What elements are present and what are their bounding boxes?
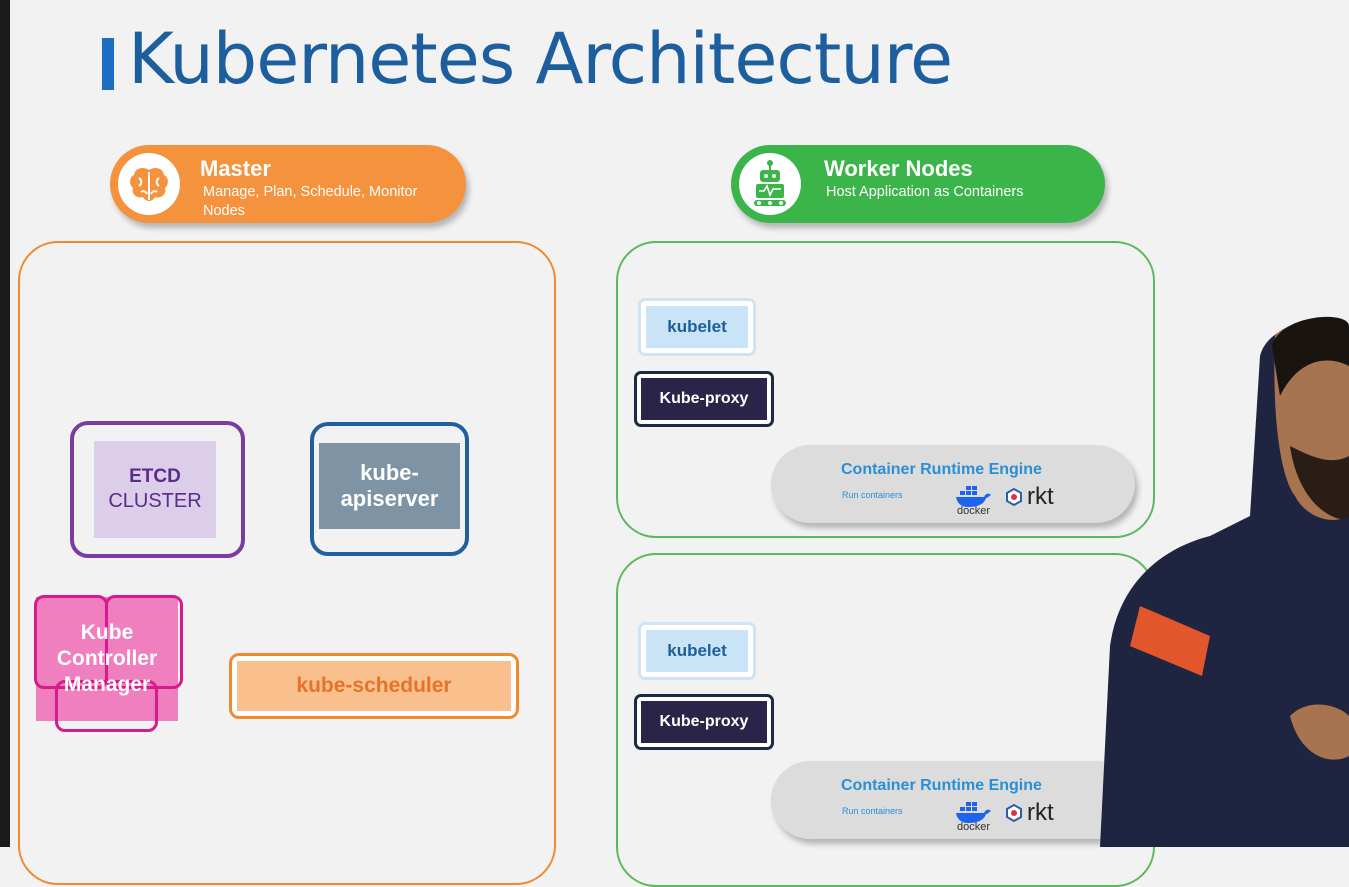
rkt-icon <box>1006 488 1022 506</box>
brain-icon <box>118 153 180 215</box>
container-runtime-subtitle: Run containers <box>842 806 903 816</box>
controller-manager-square <box>105 595 183 689</box>
container-runtime-engine: Container Runtime Engine Run containers … <box>771 761 1135 839</box>
etcd-label: ETCD <box>129 466 181 487</box>
kubelet-label: kubelet <box>646 306 748 348</box>
master-node-box <box>18 241 556 885</box>
rkt-logo: rkt <box>1005 483 1054 511</box>
docker-icon <box>956 802 991 823</box>
kube-controller-manager-label: Kube Controller Manager <box>56 621 158 696</box>
docker-label: docker <box>957 821 991 833</box>
etcd-cluster-label: CLUSTER <box>108 490 202 512</box>
master-subtitle: Manage, Plan, Schedule, Monitor Nodes <box>203 184 418 219</box>
robot-icon <box>739 153 801 215</box>
kube-proxy: Kube-proxy <box>634 371 774 427</box>
title-accent-bar <box>102 38 114 90</box>
kube-proxy-label: Kube-proxy <box>641 378 767 420</box>
worker-node-box <box>616 241 1155 538</box>
presenter-video-overlay <box>1100 316 1349 847</box>
rkt-logo: rkt <box>1005 799 1054 827</box>
rkt-label: rkt <box>1027 483 1054 510</box>
kube-apiserver: kube- apiserver <box>310 422 469 556</box>
kubelet: kubelet <box>638 622 756 680</box>
master-header: Master Manage, Plan, Schedule, Monitor N… <box>110 145 466 223</box>
etcd-cluster: ETCD CLUSTER <box>70 421 245 558</box>
kube-apiserver-label: kube- apiserver <box>319 443 460 529</box>
docker-label: docker <box>957 505 991 517</box>
kube-proxy: Kube-proxy <box>634 694 774 750</box>
rkt-icon <box>1006 804 1022 822</box>
master-title: Master <box>200 156 271 181</box>
worker-nodes-title: Worker Nodes <box>824 156 973 181</box>
controller-manager-square <box>55 680 158 732</box>
worker-nodes-header: Worker Nodes Host Application as Contain… <box>731 145 1105 223</box>
worker-nodes-subtitle: Host Application as Containers <box>826 184 1024 200</box>
container-runtime-title: Container Runtime Engine <box>841 777 1042 794</box>
container-runtime-subtitle: Run containers <box>842 490 903 500</box>
rkt-label: rkt <box>1027 799 1054 826</box>
kubelet: kubelet <box>638 298 756 356</box>
kubelet-label: kubelet <box>646 630 748 672</box>
kube-scheduler-label: kube-scheduler <box>237 661 511 711</box>
kube-scheduler: kube-scheduler <box>229 653 519 719</box>
kube-proxy-label: Kube-proxy <box>641 701 767 743</box>
container-runtime-engine: Container Runtime Engine Run containers … <box>771 445 1135 523</box>
left-frame-edge <box>0 0 10 847</box>
page-title: Kubernetes Architecture <box>128 18 953 100</box>
docker-icon <box>956 486 991 507</box>
container-runtime-title: Container Runtime Engine <box>841 461 1042 478</box>
